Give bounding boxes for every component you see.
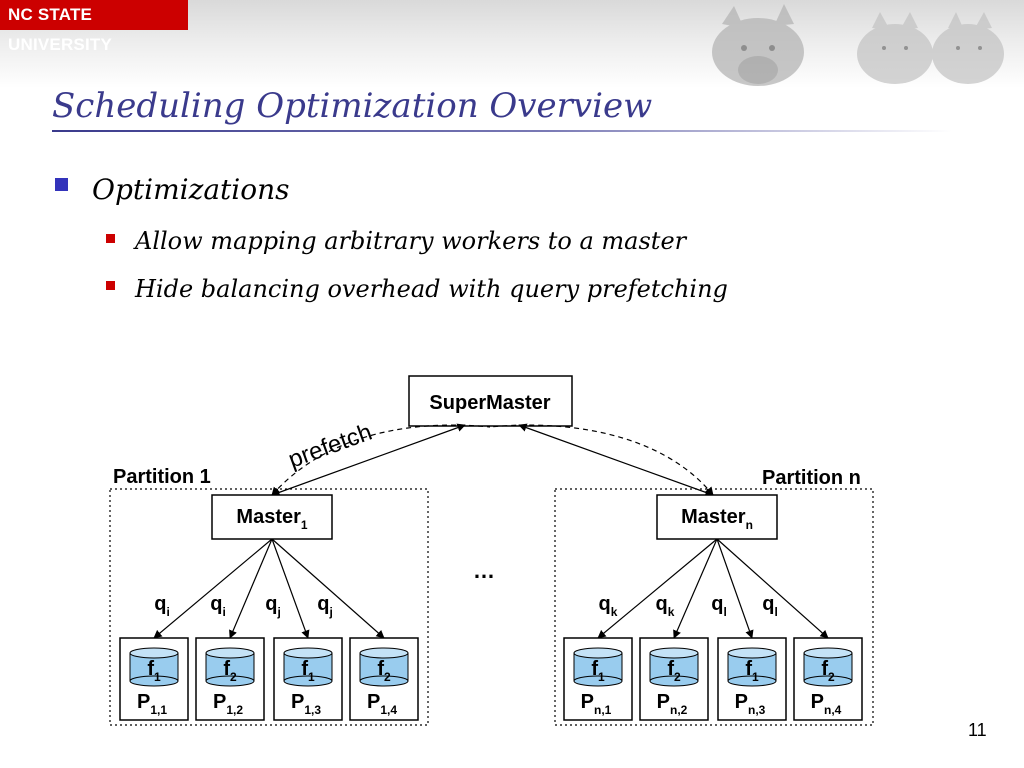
title-underline [52, 130, 952, 132]
file-cylinder-bottom [803, 675, 853, 687]
slide-title: Scheduling Optimization Overview [52, 86, 653, 126]
file-label: f2 [821, 658, 835, 684]
file-cylinder-bottom [283, 675, 333, 687]
query-label: qj [265, 593, 281, 619]
supermaster-label: SuperMaster [429, 392, 550, 414]
sub-bullet-square-icon [106, 281, 115, 290]
wolf-pack-image [712, 4, 1004, 86]
prefetch-arrow-n [489, 424, 714, 496]
processor-label: P1,4 [367, 691, 397, 717]
file-label: f1 [147, 658, 161, 684]
supermaster-box [408, 375, 573, 427]
processor-label: Pn,3 [735, 691, 766, 717]
supermaster-master1-link [271, 423, 466, 497]
processor-label: Pn,4 [811, 691, 842, 717]
query-arrow [673, 538, 718, 639]
file-cylinder-top [727, 647, 777, 659]
ellipsis: … [473, 558, 495, 583]
master-label: Master1 [236, 506, 307, 532]
file-cylinder-top [283, 647, 333, 659]
bullet-optimizations: Optimizations [92, 173, 290, 206]
prefetch-arrow-1 [271, 424, 491, 496]
file-label: f1 [301, 658, 315, 684]
processor-label: Pn,1 [581, 691, 612, 717]
processor-label: P1,2 [213, 691, 243, 717]
file-label: f1 [591, 658, 605, 684]
prefetch-label: prefetch [285, 419, 376, 474]
file-cylinder-bottom [359, 675, 409, 687]
file-label: f2 [223, 658, 237, 684]
partition-label: Partition 1 [113, 466, 211, 488]
query-label: qk [599, 593, 618, 619]
sub-bullet-square-icon [106, 234, 115, 243]
file-cylinder-bottom [727, 675, 777, 687]
file-cylinder-top [573, 647, 623, 659]
file-cylinder-top [359, 647, 409, 659]
query-label: ql [762, 593, 778, 619]
query-arrow [716, 538, 754, 639]
university-logo: NC STATE UNIVERSITY [0, 0, 188, 54]
query-label: qi [154, 593, 170, 619]
query-arrow [229, 538, 273, 639]
master-label: Mastern [681, 506, 753, 532]
file-cylinder-top [649, 647, 699, 659]
query-arrow [271, 538, 310, 639]
page-number: 11 [968, 720, 987, 740]
query-label: qi [210, 593, 226, 619]
partition-label: Partition n [762, 467, 861, 489]
query-label: qj [317, 593, 333, 619]
file-label: f2 [377, 658, 391, 684]
bullet-square-icon [55, 178, 68, 191]
partition-border [554, 488, 874, 726]
query-arrow [271, 538, 385, 639]
master-box [656, 494, 778, 540]
file-cylinder-bottom [649, 675, 699, 687]
query-label: qk [656, 593, 675, 619]
processor-label: P1,3 [291, 691, 321, 717]
query-arrow [597, 538, 718, 639]
file-cylinder-top [205, 647, 255, 659]
supermaster-mastern-link [518, 423, 714, 497]
file-cylinder-bottom [573, 675, 623, 687]
file-cylinder-top [129, 647, 179, 659]
processor-label: Pn,2 [657, 691, 688, 717]
query-arrow [716, 538, 829, 639]
file-cylinder-top [803, 647, 853, 659]
file-cylinder-bottom [129, 675, 179, 687]
file-label: f2 [667, 658, 681, 684]
file-cylinder-bottom [205, 675, 255, 687]
query-arrow [153, 538, 273, 639]
file-label: f1 [745, 658, 759, 684]
sub-bullet-prefetching: Hide balancing overhead with query prefe… [135, 275, 728, 303]
processor-label: P1,1 [137, 691, 167, 717]
query-label: ql [711, 593, 727, 619]
partition-border [109, 488, 429, 726]
sub-bullet-mapping: Allow mapping arbitrary workers to a mas… [135, 227, 687, 255]
